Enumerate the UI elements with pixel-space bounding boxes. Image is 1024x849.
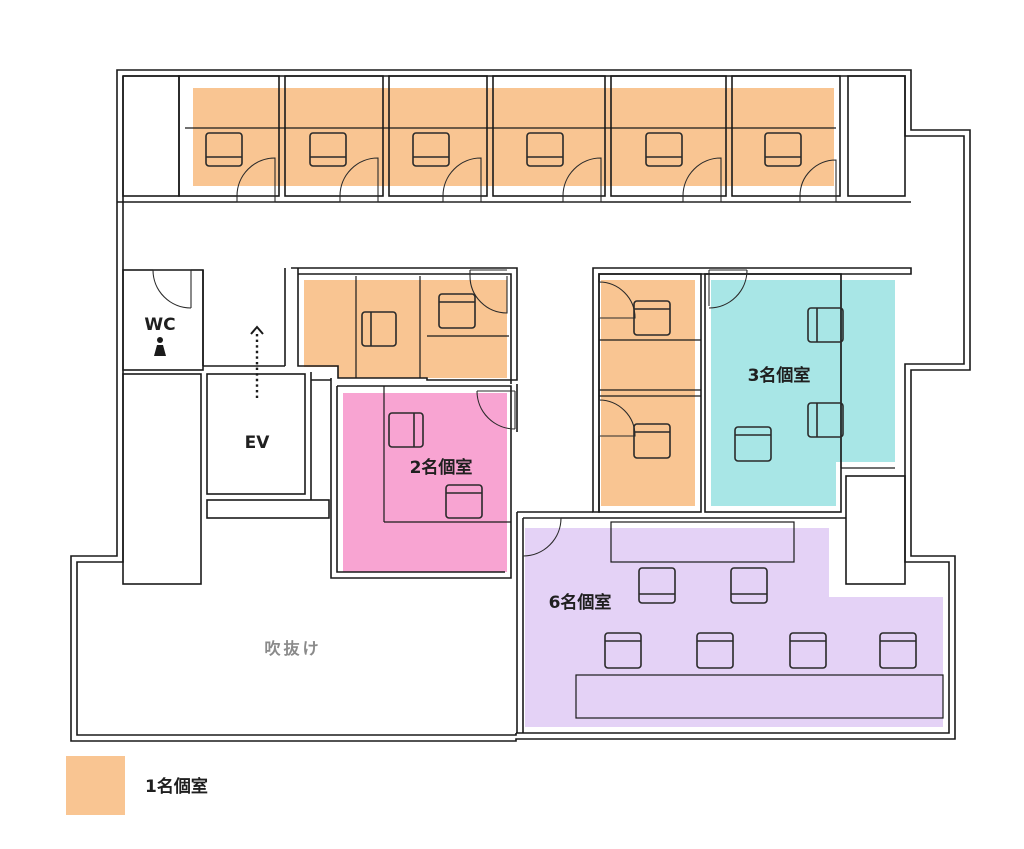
chair-icon: [438, 293, 476, 329]
chairs: [205, 132, 917, 669]
chair-icon: [807, 402, 844, 438]
chair-icon: [361, 311, 397, 347]
person-icon: [154, 337, 166, 356]
room-fills: [193, 88, 943, 727]
two-person-room-label: 2名個室: [410, 457, 473, 478]
single-room-right-fill[interactable]: [601, 280, 695, 506]
chair-icon: [645, 132, 683, 167]
chair-icon: [734, 426, 772, 462]
chair-icon: [445, 484, 483, 519]
single-room-mid-fill[interactable]: [304, 280, 507, 378]
chair-icon: [879, 632, 917, 669]
chair-icon: [696, 632, 734, 669]
legend-swatch-single-room: [66, 756, 125, 815]
chair-icon: [604, 632, 642, 669]
chair-icon: [309, 132, 347, 167]
legend-label-single-room: 1名個室: [145, 776, 208, 797]
chair-icon: [205, 132, 243, 167]
walls: [70, 69, 971, 742]
chair-icon: [638, 567, 676, 604]
six-person-room-fill[interactable]: [525, 528, 943, 727]
six-person-room-label: 6名個室: [549, 592, 612, 613]
single-room-row-fill[interactable]: [193, 88, 834, 186]
dotted-arrow-up-icon: [250, 325, 264, 400]
chair-icon: [633, 423, 671, 459]
three-person-room-label: 3名個室: [748, 365, 811, 386]
legend: 1名個室: [66, 756, 208, 815]
chair-icon: [730, 567, 768, 604]
chair-icon: [807, 307, 844, 343]
wc-label: WC: [144, 315, 175, 335]
doors: [152, 157, 837, 557]
chair-icon: [412, 132, 450, 167]
chair-icon: [764, 132, 802, 167]
three-person-room-fill[interactable]: [711, 280, 895, 506]
atrium-label: 吹抜け: [264, 639, 321, 658]
chair-icon: [526, 132, 564, 167]
chair-icon: [789, 632, 827, 669]
chair-icon: [388, 412, 424, 448]
chair-icon: [633, 300, 671, 336]
ev-label: EV: [245, 433, 271, 453]
two-person-room-fill[interactable]: [343, 393, 507, 572]
